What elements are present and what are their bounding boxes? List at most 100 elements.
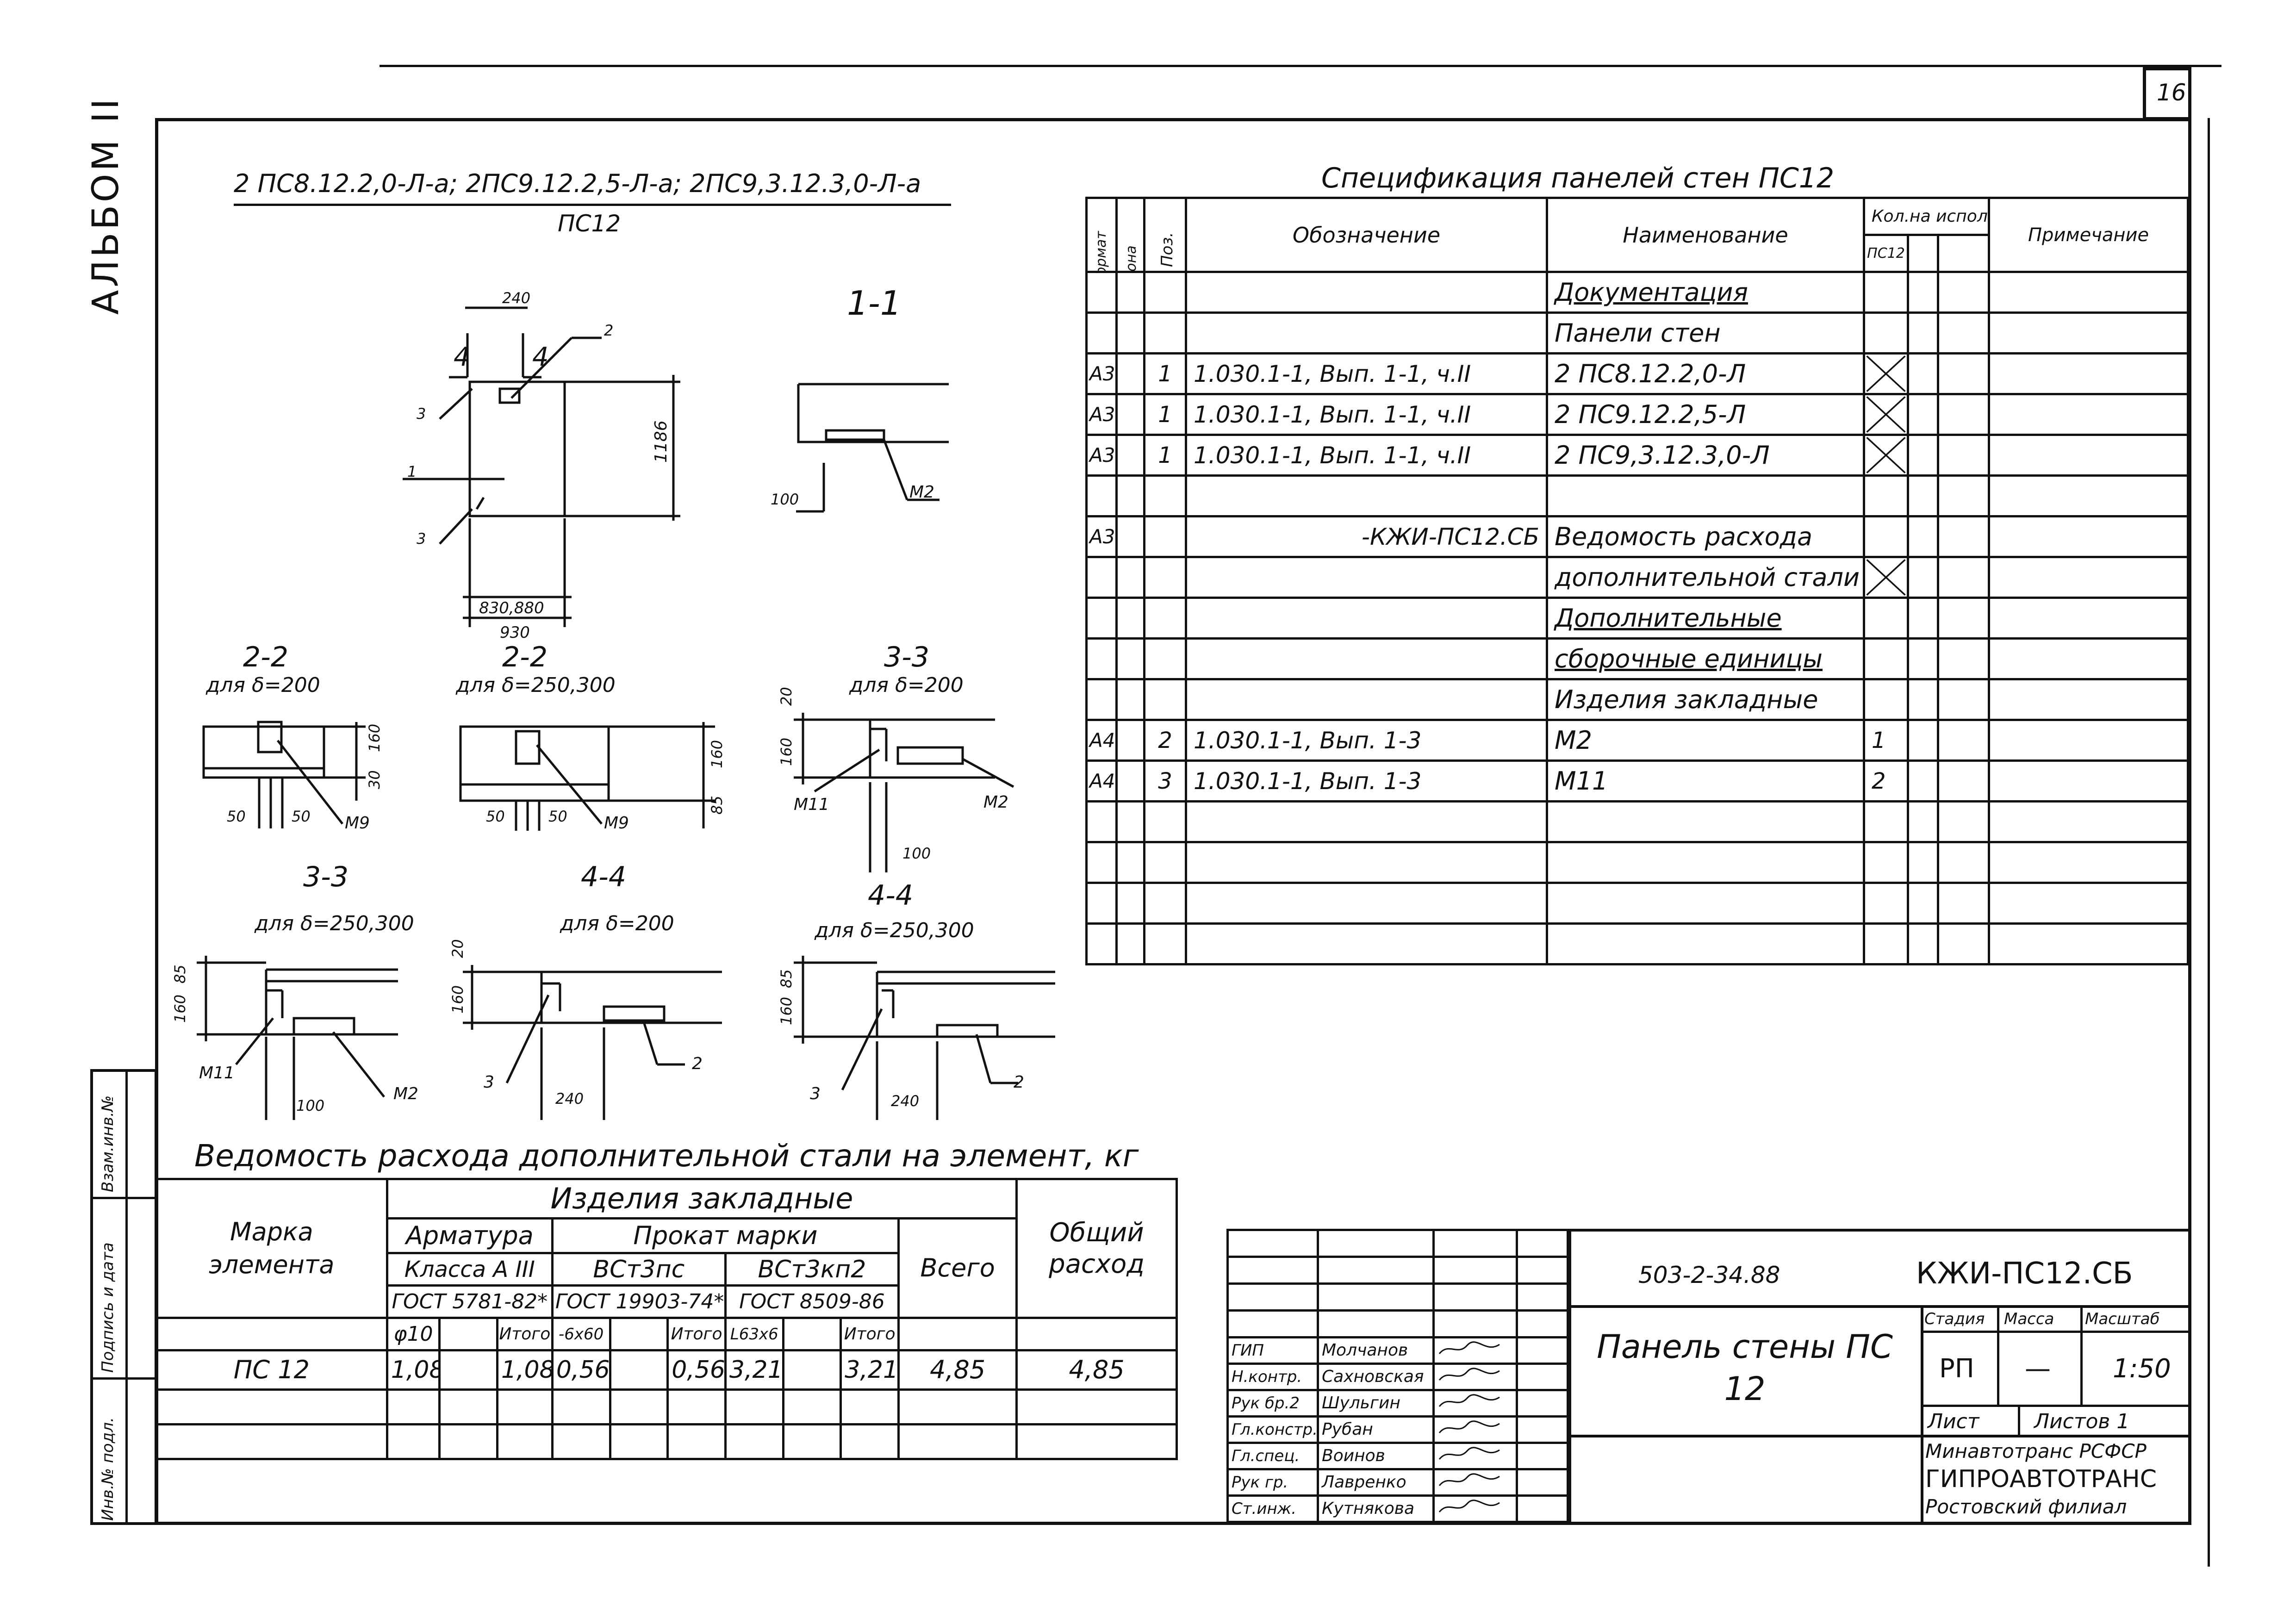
spec-qty	[1863, 678, 1909, 721]
stamp-main	[1567, 1229, 2191, 1525]
spec-title: Спецификация панелей стен ПС12	[1321, 162, 1835, 194]
dim-100-3-3b: 100	[296, 1097, 324, 1114]
stamp-person-role: Гл.спец.	[1226, 1442, 1319, 1470]
spec-pos	[1143, 556, 1187, 599]
spec-empty-cell	[1988, 637, 2190, 680]
spec-row	[1085, 841, 2190, 884]
spec-empty-cell	[1907, 719, 1939, 762]
stamp-person-date	[1516, 1336, 1571, 1365]
stamp-person-signature	[1432, 1494, 1518, 1523]
section-note-3-3b: для δ=250,300	[254, 912, 414, 935]
spec-zone	[1115, 637, 1145, 680]
stamp-h-scale: Масштаб	[2085, 1310, 2160, 1328]
spec-empty-cell	[1907, 515, 1939, 558]
dim-160-4-4a: 160	[449, 985, 467, 1014]
section-note-4-4b: для δ=250,300	[814, 919, 974, 942]
spec-qty	[1863, 311, 1909, 355]
spec-designation	[1185, 841, 1548, 884]
cut-mark-4-right: 4	[532, 342, 549, 372]
dim-50-left-2-2a: 50	[227, 808, 246, 825]
spec-designation	[1185, 556, 1548, 599]
dim-830-880: 830,880	[479, 599, 544, 617]
spec-header-pos: Поз.	[1157, 232, 1176, 267]
spec-empty-cell	[1907, 434, 1939, 477]
spec-empty-cell	[1936, 597, 1991, 640]
stamp-person-date	[1516, 1494, 1571, 1523]
steel-header-prokat: Прокат марки	[551, 1217, 900, 1254]
spec-empty-cell	[1907, 393, 1939, 436]
spec-row	[1085, 474, 2190, 517]
spec-format	[1085, 597, 1118, 640]
spec-empty-cell	[1988, 515, 2190, 558]
spec-pos: 3	[1143, 759, 1187, 803]
stamp-stage: РП	[1939, 1354, 1974, 1384]
spec-designation: 1.030.1-1, Вып. 1-1, ч.II	[1185, 393, 1548, 436]
stamp-person-signature	[1432, 1336, 1518, 1365]
stamp-stage-v1	[1997, 1305, 1999, 1405]
spec-format	[1085, 841, 1118, 884]
spec-format	[1085, 271, 1118, 314]
spec-empty-cell	[1988, 841, 2190, 884]
stamp-person-role: Ст.инж.	[1226, 1494, 1319, 1523]
dim-240-4-4a: 240	[555, 1090, 584, 1108]
stamp-person-name: Шульгин	[1317, 1389, 1435, 1418]
spec-designation	[1185, 271, 1548, 314]
steel-c1: 3,21	[724, 1349, 784, 1391]
dim-50-right-2-2b: 50	[548, 808, 567, 825]
spec-zone	[1115, 800, 1145, 843]
dim-100-1-1: 100	[771, 491, 799, 508]
spec-format: А4	[1085, 759, 1118, 803]
spec-empty-cell	[1988, 800, 2190, 843]
spec-header-zone: Зона	[1123, 245, 1139, 272]
stamp-person-name: Кутнякова	[1317, 1494, 1435, 1523]
spec-empty-cell	[1988, 759, 2190, 803]
side-stamp-row2	[93, 1377, 155, 1380]
stamp-h-mass: Масса	[2004, 1310, 2054, 1328]
spec-pos	[1143, 841, 1187, 884]
spec-zone	[1115, 474, 1145, 517]
spec-row: Документация	[1085, 271, 2190, 314]
spec-zone	[1115, 719, 1145, 762]
stamp-person-date	[1516, 1363, 1571, 1391]
spec-name: Изделия закладные	[1546, 678, 1865, 721]
section-note-3-3a: для δ=200	[849, 673, 964, 697]
stamp-scale: 1:50	[2113, 1354, 2171, 1384]
spec-empty-cell	[1936, 515, 1991, 558]
steel-header-l63: L63х6	[724, 1317, 784, 1351]
spec-empty-cell	[1907, 597, 1939, 640]
steel-header-p1: ВСт3пс	[551, 1252, 727, 1287]
spec-qty: X	[1863, 434, 1909, 477]
spec-empty-cell	[1907, 474, 1939, 517]
steel-header-mark: Марка элемента	[155, 1178, 388, 1319]
stamp-main-v1	[1921, 1305, 1923, 1525]
spec-empty-cell	[1936, 719, 1991, 762]
steel-header-d10: φ10	[386, 1317, 441, 1351]
panel-code: ПС12	[558, 210, 621, 237]
spec-format	[1085, 922, 1118, 965]
spec-zone	[1115, 759, 1145, 803]
label-m9-2-2b: М9	[604, 814, 629, 833]
spec-empty-cell	[1988, 311, 2190, 355]
steel-title: Ведомость расхода дополнительной стали н…	[194, 1138, 1139, 1174]
section-note-2-2a: для δ=200	[205, 673, 320, 697]
spec-qty	[1863, 597, 1909, 640]
spec-empty-cell	[1907, 841, 1939, 884]
spec-qty: 2	[1863, 759, 1909, 803]
pos-2-4-4a: 2	[692, 1054, 703, 1073]
stamp-person-row: Гл.спец.Воинов	[1226, 1442, 1571, 1470]
section-title-4-4a: 4-4	[581, 861, 626, 893]
spec-empty-cell	[1988, 393, 2190, 436]
spec-empty-cell	[1936, 800, 1991, 843]
spec-empty-cell	[1988, 352, 2190, 395]
spec-zone	[1115, 311, 1145, 355]
spec-empty-cell	[1907, 759, 1939, 803]
spec-empty-cell	[1907, 556, 1939, 599]
steel-header-arm: Арматура	[386, 1217, 554, 1254]
pos-3-front-bottom: 3	[417, 530, 426, 548]
spec-empty-cell	[1907, 800, 1939, 843]
